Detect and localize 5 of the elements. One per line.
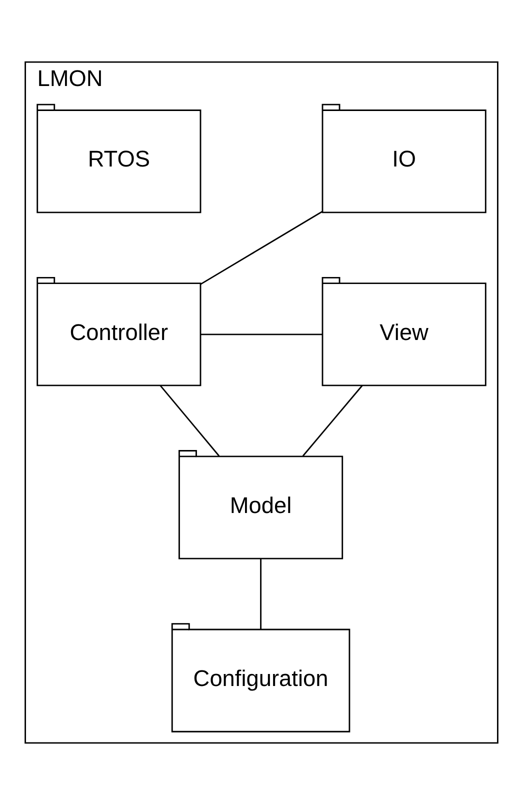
connector: [260, 558, 262, 629]
connector: [160, 384, 220, 456]
connector: [200, 333, 322, 335]
connector: [200, 210, 323, 284]
connector: [302, 384, 363, 456]
